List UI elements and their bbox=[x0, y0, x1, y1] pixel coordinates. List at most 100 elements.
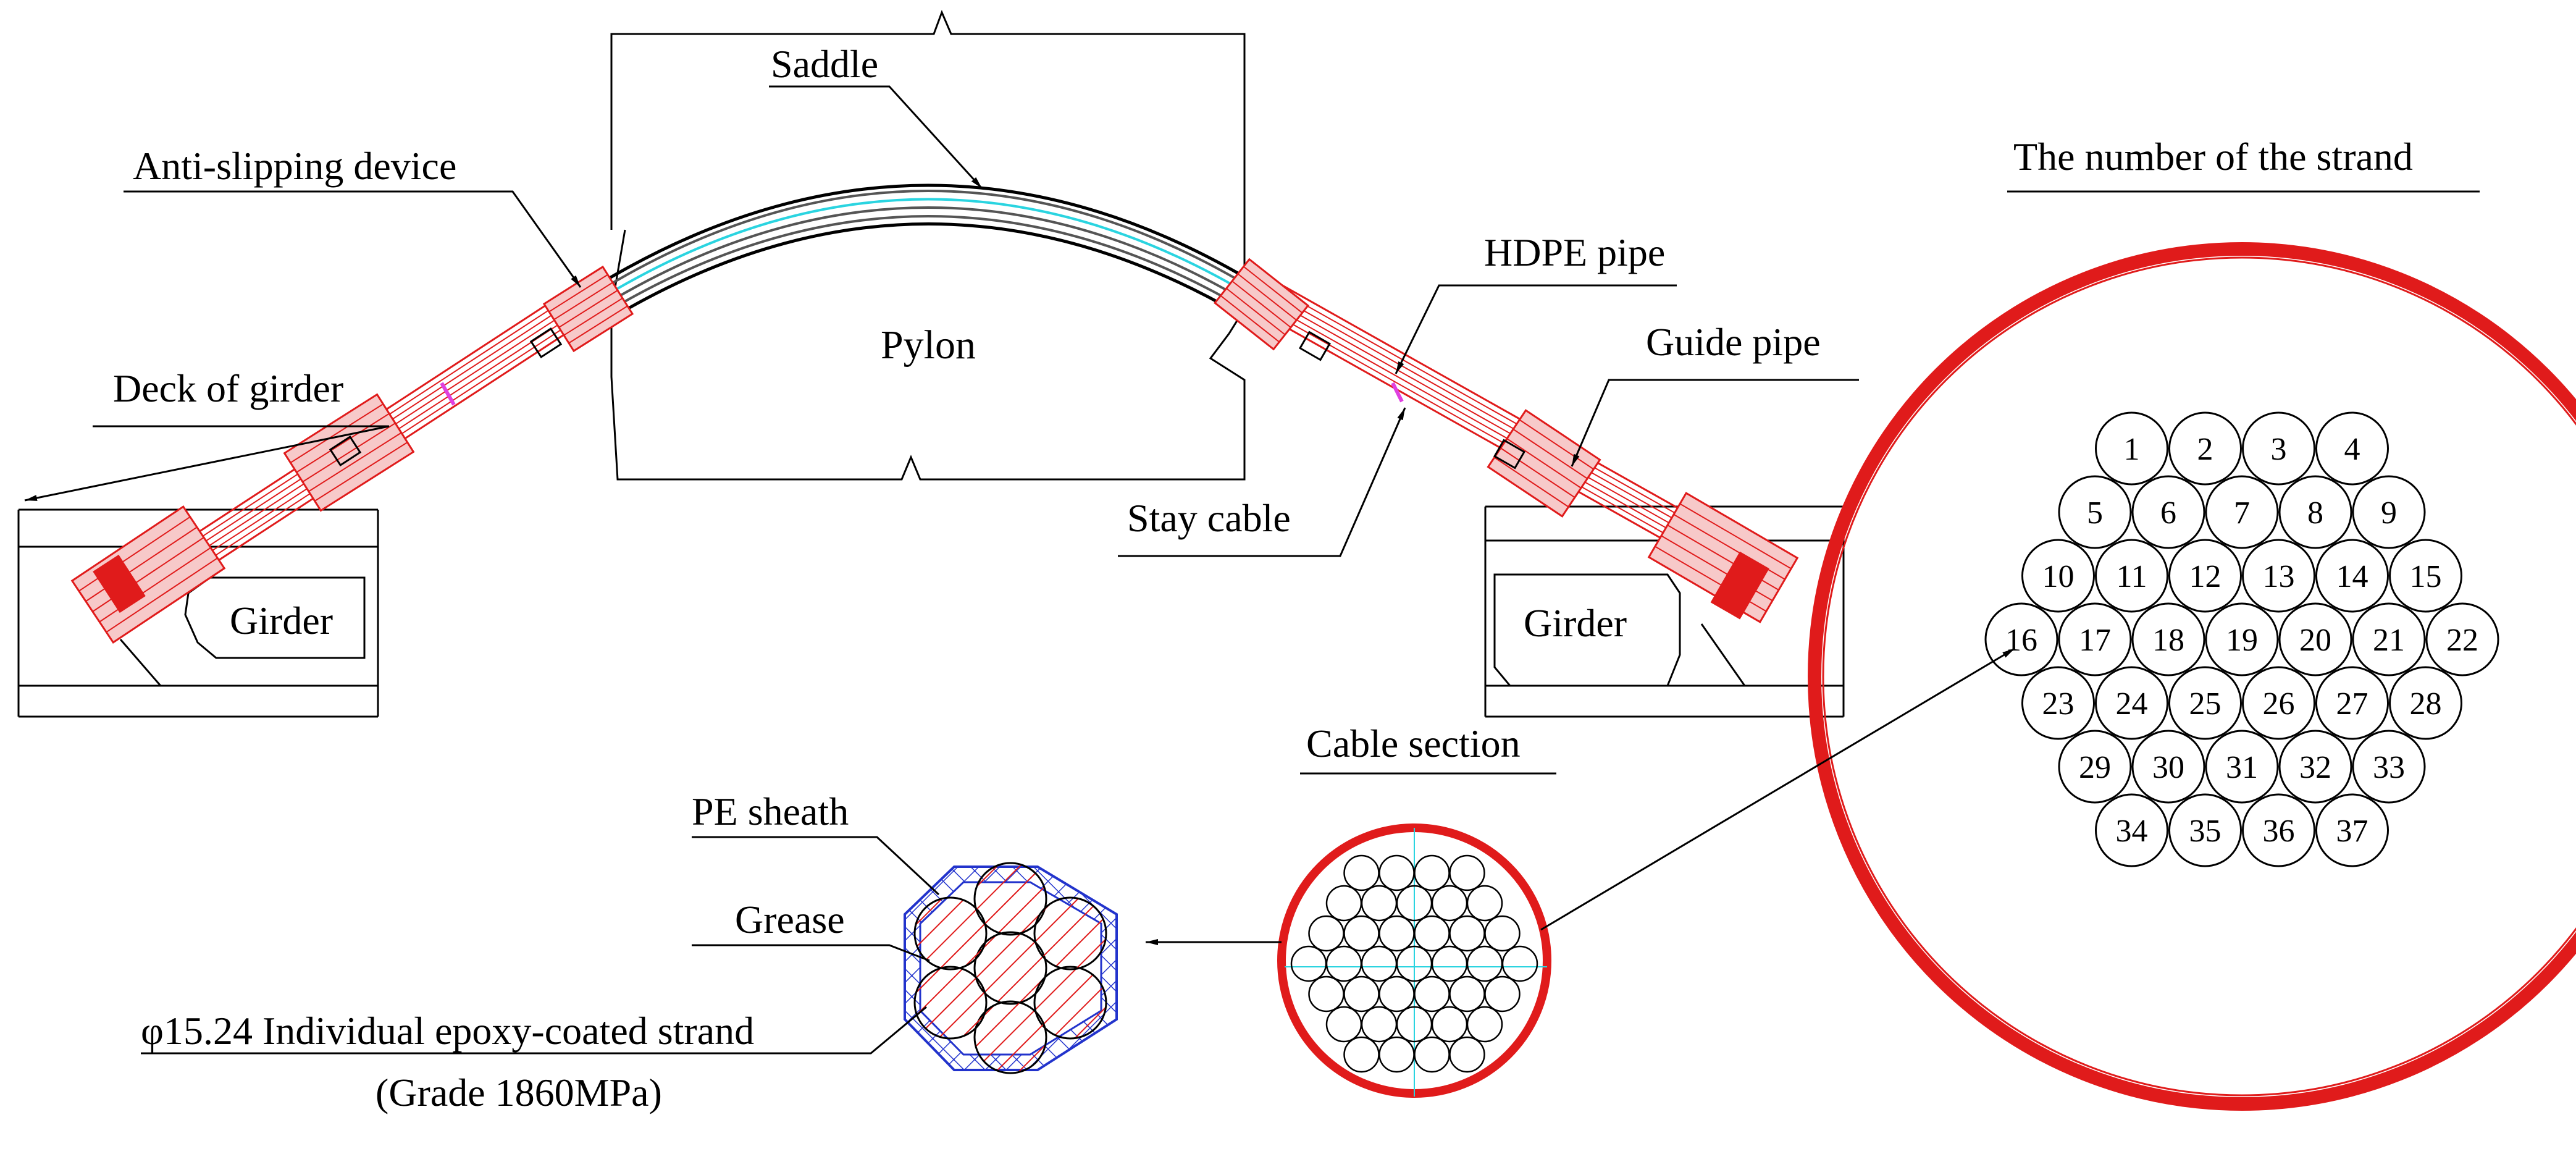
right-damper-2 bbox=[1493, 439, 1526, 470]
strand-number: 22 bbox=[2446, 623, 2478, 658]
strand-number: 13 bbox=[2263, 559, 2295, 594]
left-anti-slipping-wire bbox=[548, 274, 608, 313]
section-strand bbox=[1343, 975, 1380, 1013]
strand-number: 7 bbox=[2234, 495, 2250, 531]
left-damper bbox=[529, 327, 563, 359]
right-guide-pipe-wire bbox=[1506, 438, 1582, 489]
strand-number: 3 bbox=[2271, 432, 2287, 467]
strand-circle bbox=[2242, 793, 2315, 867]
strand-number: 11 bbox=[2116, 559, 2147, 594]
leaders-bottom bbox=[141, 836, 940, 1055]
strand-number: 6 bbox=[2160, 495, 2176, 531]
section-strand bbox=[1378, 975, 1415, 1013]
strand-wire bbox=[973, 1000, 1047, 1074]
right-anti-slipping-wire bbox=[1226, 287, 1286, 335]
pylon bbox=[610, 9, 1246, 481]
pylon-label: Pylon bbox=[881, 322, 976, 368]
strand-circle bbox=[2315, 666, 2389, 740]
saddle-strand bbox=[601, 190, 1255, 290]
strand-circle bbox=[2352, 730, 2426, 804]
strand-circle bbox=[2131, 730, 2205, 804]
right-anti-slipping-wire bbox=[1220, 295, 1280, 343]
strand-number: 26 bbox=[2263, 686, 2295, 722]
left-anchor-wire bbox=[78, 516, 191, 592]
strand-circle bbox=[2058, 730, 2132, 804]
strand-number: 28 bbox=[2410, 686, 2442, 722]
strand-circle bbox=[2242, 666, 2315, 740]
saddle-strand bbox=[603, 198, 1254, 298]
section-strand bbox=[1378, 915, 1415, 952]
section-strand bbox=[1484, 975, 1521, 1013]
section-strand bbox=[1325, 1006, 1362, 1043]
section-strand bbox=[1308, 975, 1345, 1013]
left-anti-slipping-wire bbox=[563, 297, 623, 336]
strand-circle bbox=[2278, 730, 2352, 804]
strand-circle bbox=[2315, 539, 2389, 613]
strand-circle bbox=[2058, 602, 2132, 676]
section-strand bbox=[1466, 1006, 1503, 1043]
section-strand bbox=[1361, 885, 1398, 922]
left-hdpe-mark bbox=[440, 382, 456, 406]
section-strand bbox=[1431, 945, 1468, 982]
strand-circle bbox=[2352, 602, 2426, 676]
right-damper bbox=[1298, 331, 1332, 361]
strand-circle bbox=[2352, 475, 2426, 549]
strand-circle bbox=[2168, 666, 2242, 740]
strand-circle bbox=[2095, 539, 2168, 613]
anti-slipping-label: Anti-slipping device bbox=[133, 144, 456, 188]
strand-number: 1 bbox=[2124, 432, 2140, 467]
section-strand bbox=[1361, 945, 1398, 982]
strand-number: 37 bbox=[2336, 814, 2368, 849]
strand-circle bbox=[2205, 730, 2279, 804]
strand-number: 2 bbox=[2197, 432, 2213, 467]
left-guide-pipe-wire bbox=[308, 432, 402, 492]
section-strand bbox=[1378, 854, 1415, 891]
left-damper-2 bbox=[329, 435, 362, 467]
strand-circle bbox=[2095, 666, 2168, 740]
grease-label: Grease bbox=[735, 898, 845, 941]
strand-circle bbox=[2242, 411, 2315, 486]
strand-number: 33 bbox=[2373, 750, 2405, 785]
girder-left-label: Girder bbox=[230, 599, 333, 642]
saddle-top bbox=[598, 183, 1258, 286]
section-strand bbox=[1414, 975, 1450, 1013]
strand-number: 21 bbox=[2373, 623, 2405, 658]
right-guide-pipe-wire bbox=[1519, 419, 1594, 470]
left-guide-pipe-wire bbox=[314, 442, 408, 502]
left-anchor-wire bbox=[106, 557, 218, 633]
right-anti-slipping-wire bbox=[1237, 273, 1297, 321]
strand-number: 31 bbox=[2226, 750, 2258, 785]
strand-number: 12 bbox=[2189, 559, 2221, 594]
deck-of-girder-label: Deck of girder bbox=[113, 366, 343, 410]
strand-number: 24 bbox=[2116, 686, 2148, 722]
right-guide-pipe-wire bbox=[1512, 428, 1588, 479]
section-strand bbox=[1361, 1006, 1398, 1043]
strand-circle bbox=[2131, 475, 2205, 549]
strand-number: 10 bbox=[2042, 559, 2075, 594]
strand-number: 5 bbox=[2087, 495, 2103, 531]
strand-circle bbox=[2205, 475, 2279, 549]
strand-number: 32 bbox=[2299, 750, 2331, 785]
section-strand bbox=[1431, 1006, 1468, 1043]
right-guide-pipe-wire bbox=[1494, 457, 1569, 508]
left-guide-pipe-wire bbox=[296, 413, 390, 473]
strand-numbers-title: The number of the strand bbox=[2013, 135, 2413, 179]
strand-circle bbox=[2315, 793, 2389, 867]
strand-number: 18 bbox=[2152, 623, 2184, 658]
strand-number: 25 bbox=[2189, 686, 2221, 722]
section-strand bbox=[1414, 1036, 1450, 1073]
section-strand bbox=[1449, 1036, 1485, 1073]
strand-circle bbox=[2131, 602, 2205, 676]
strand-circle bbox=[2425, 602, 2499, 676]
guide-pipe-label: Guide pipe bbox=[1646, 320, 1821, 364]
section-strand bbox=[1343, 1036, 1380, 1073]
right-anchor-nut bbox=[1710, 551, 1769, 620]
left-guide-pipe-wire bbox=[290, 403, 384, 463]
strand-circle bbox=[2168, 539, 2242, 613]
strand-numbers-sheath-inner bbox=[1822, 256, 2576, 1097]
saddle-bottom bbox=[610, 222, 1248, 320]
strand-number: 19 bbox=[2226, 623, 2258, 658]
strand-circle bbox=[2168, 793, 2242, 867]
